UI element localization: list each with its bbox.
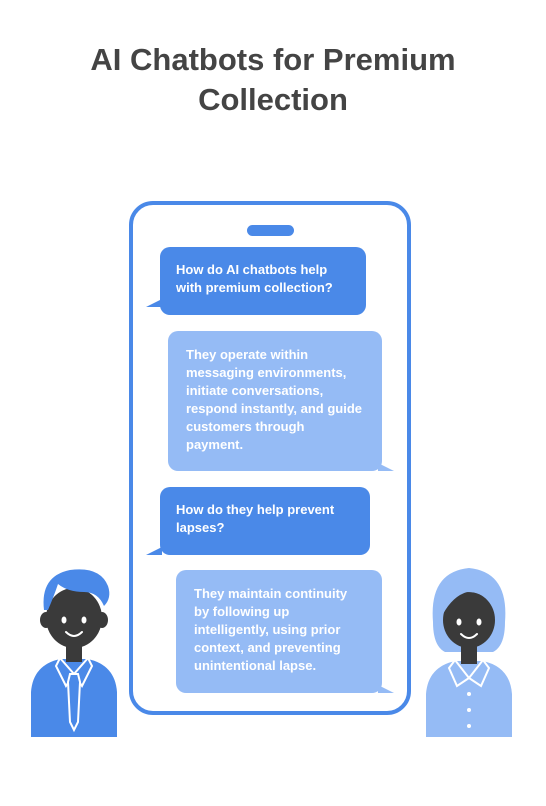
bubble-tail	[146, 299, 162, 307]
chat-bubble-answer-1: They operate within messaging environmen…	[168, 331, 394, 471]
bubble-tail	[146, 547, 162, 555]
answer-1-text: They operate within messaging environmen…	[186, 347, 362, 452]
chat-bubble-question-2: How do they help prevent lapses?	[146, 487, 370, 555]
man-icon	[29, 569, 119, 738]
chat-bubble-answer-2: They maintain continuity by following up…	[176, 570, 394, 693]
phone-speaker	[247, 225, 294, 236]
title-line-2: Collection	[198, 82, 348, 117]
bubble-tail	[378, 685, 394, 693]
chat-bubble-question-1: How do AI chatbots help with premium col…	[146, 247, 366, 315]
title-line-1: AI Chatbots for Premium	[90, 42, 456, 77]
woman-icon	[424, 568, 514, 738]
answer-2-text: They maintain continuity by following up…	[194, 586, 348, 673]
bubble-tail	[378, 463, 394, 471]
question-2-text: How do they help prevent lapses?	[176, 502, 335, 535]
page-title: AI Chatbots for Premium Collection	[0, 40, 546, 120]
question-1-text: How do AI chatbots help with premium col…	[176, 262, 333, 295]
